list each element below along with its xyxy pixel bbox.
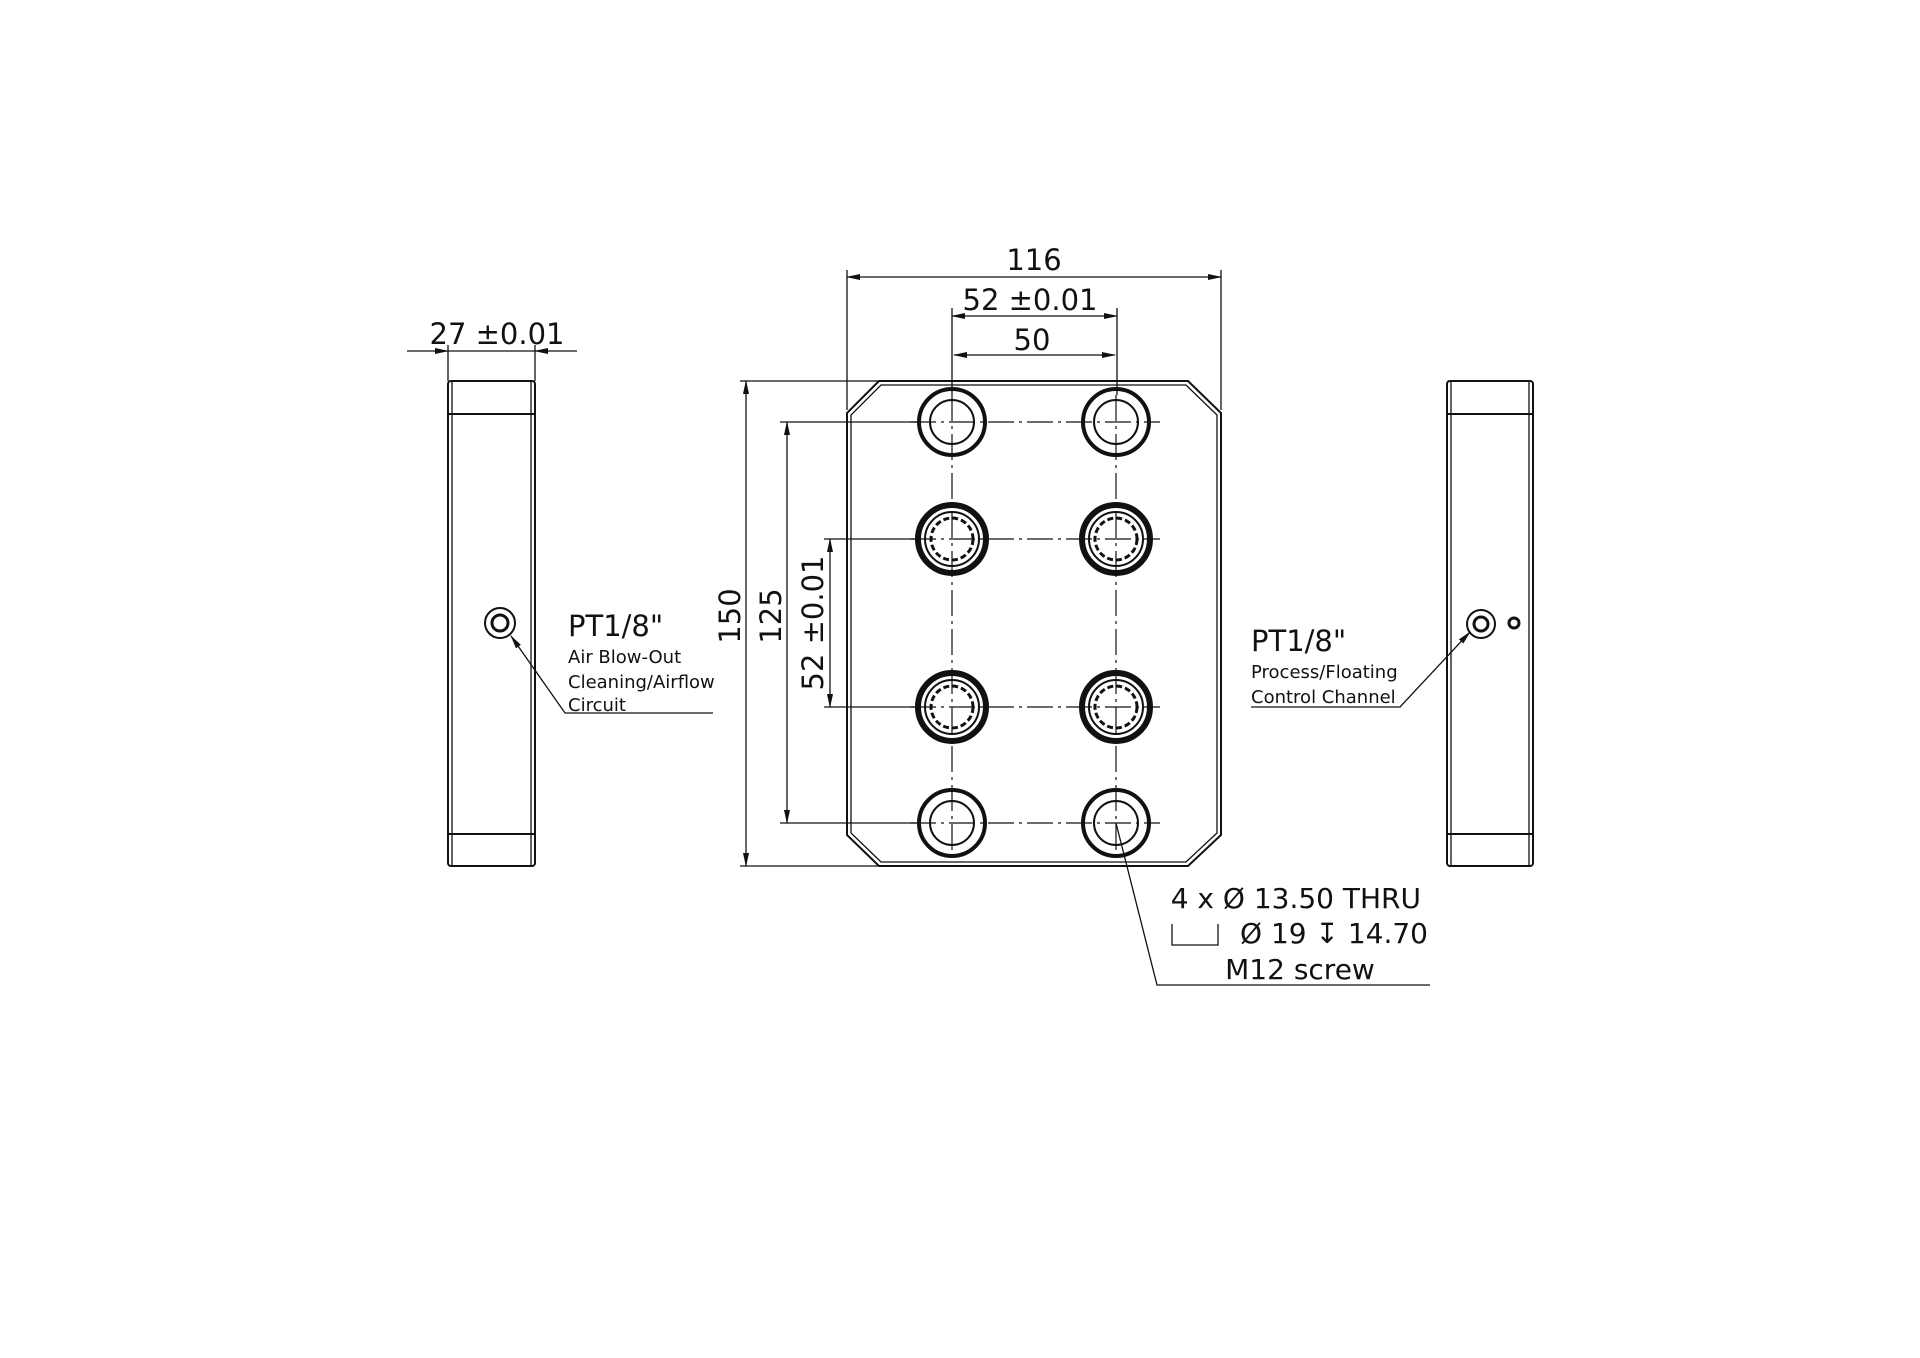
left-port-desc-2: Cleaning/Airflow [568, 672, 715, 693]
overall-height-dimension: 150 [713, 588, 747, 643]
right-port-desc-2: Control Channel [1251, 687, 1396, 708]
hole-callout-line-2: Ø 19 ↧ 14.70 [1240, 917, 1428, 950]
overall-width-dimension: 116 [1006, 243, 1061, 277]
hole-spacing-outer-dimension: 52 ±0.01 [963, 283, 1098, 317]
counterbore-hole [1081, 387, 1151, 457]
port-right-icon [1466, 609, 1521, 639]
left-port-label: PT1/8" [568, 609, 663, 643]
right-port-label: PT1/8" [1251, 624, 1346, 658]
counterbore-hole [1081, 788, 1151, 858]
hole-callout-line-1: 4 x Ø 13.50 THRU [1171, 882, 1421, 915]
threaded-hole [1079, 502, 1153, 576]
hole-callout-line-3: M12 screw [1225, 953, 1375, 986]
right-port-desc-1: Process/Floating [1251, 662, 1398, 683]
left-side-view: 27 ±0.01 PT1/8" Air Blow-Out Cleaning/Ai… [407, 317, 715, 867]
right-side-view: PT1/8" Process/Floating Control Channel [1251, 380, 1534, 867]
port-left-icon [484, 607, 516, 639]
threaded-hole [915, 502, 989, 576]
left-port-desc-3: Circuit [568, 695, 626, 716]
left-port-desc-1: Air Blow-Out [568, 647, 681, 668]
side-width-dimension: 27 ±0.01 [430, 317, 565, 351]
hole-spacing-inner-dimension: 50 [1014, 323, 1051, 357]
threaded-hole [915, 670, 989, 744]
hole-height-dimension: 125 [754, 588, 788, 643]
front-view: 116 52 ±0.01 50 150 125 52 ±0.01 4 x Ø 1… [713, 243, 1430, 986]
hole-vertical-spacing-dimension: 52 ±0.01 [796, 556, 830, 691]
threaded-hole [1079, 670, 1153, 744]
